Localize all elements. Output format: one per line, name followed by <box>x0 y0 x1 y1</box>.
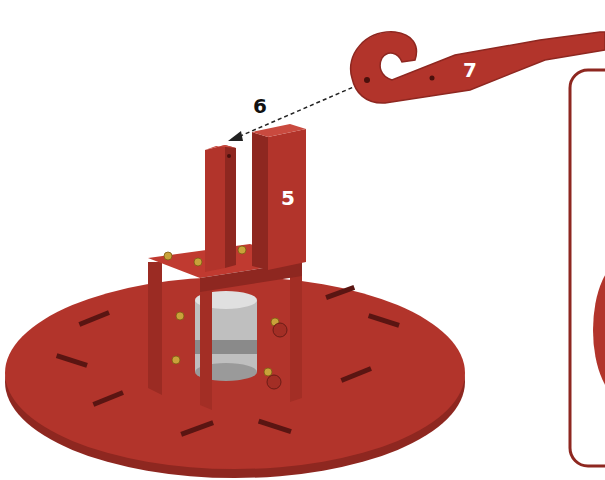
callout-number: 7 <box>463 60 477 80</box>
callout-number: 5 <box>281 188 295 208</box>
callout-number: 6 <box>253 96 267 116</box>
